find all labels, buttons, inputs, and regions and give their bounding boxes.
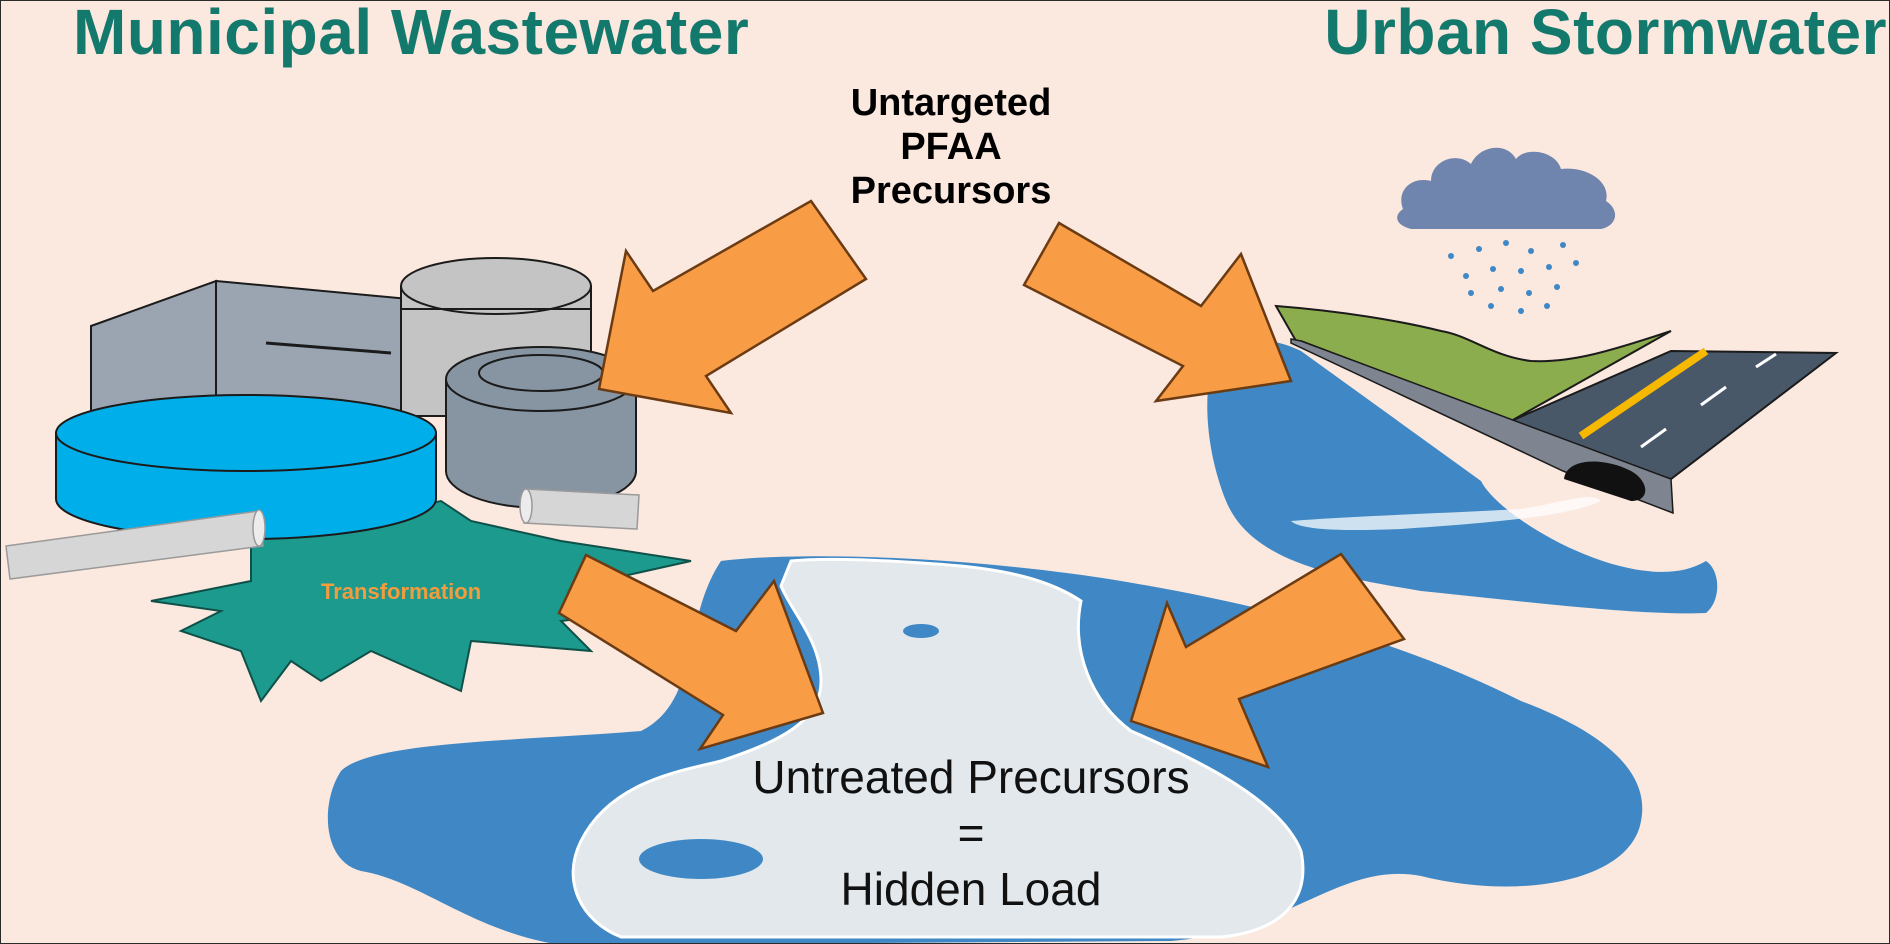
arrow-icon: [1022, 221, 1293, 403]
source-label: Untargeted PFAA Precursors: [801, 81, 1101, 213]
hidden-load-line-2: =: [957, 807, 985, 859]
arrow-icon: [557, 553, 825, 752]
heading-urban-stormwater: Urban Stormwater: [1324, 0, 1887, 68]
treatment-plant-icon: [5, 257, 692, 704]
transformation-label: Transformation: [321, 579, 482, 604]
flow-arrows: [557, 199, 1407, 770]
source-label-line: PFAA: [900, 126, 1002, 168]
arrow-icon: [597, 199, 868, 415]
stormwater-scene: [1207, 147, 1839, 614]
heading-municipal-wastewater: Municipal Wastewater: [73, 0, 750, 68]
hidden-load-label: Untreated Precursors = Hidden Load: [701, 749, 1241, 917]
hidden-load-line-1: Untreated Precursors: [752, 751, 1190, 803]
arrow-icon: [1129, 552, 1407, 770]
source-label-line: Untargeted: [850, 82, 1052, 124]
road-center-line: [1578, 347, 1709, 440]
rain-drops: [1448, 240, 1579, 314]
source-label-line: Precursors: [850, 170, 1052, 212]
outfall-pipe-icon: [1564, 461, 1646, 501]
hidden-load-line-3: Hidden Load: [840, 863, 1102, 915]
rain-cloud-icon: [1397, 147, 1616, 229]
